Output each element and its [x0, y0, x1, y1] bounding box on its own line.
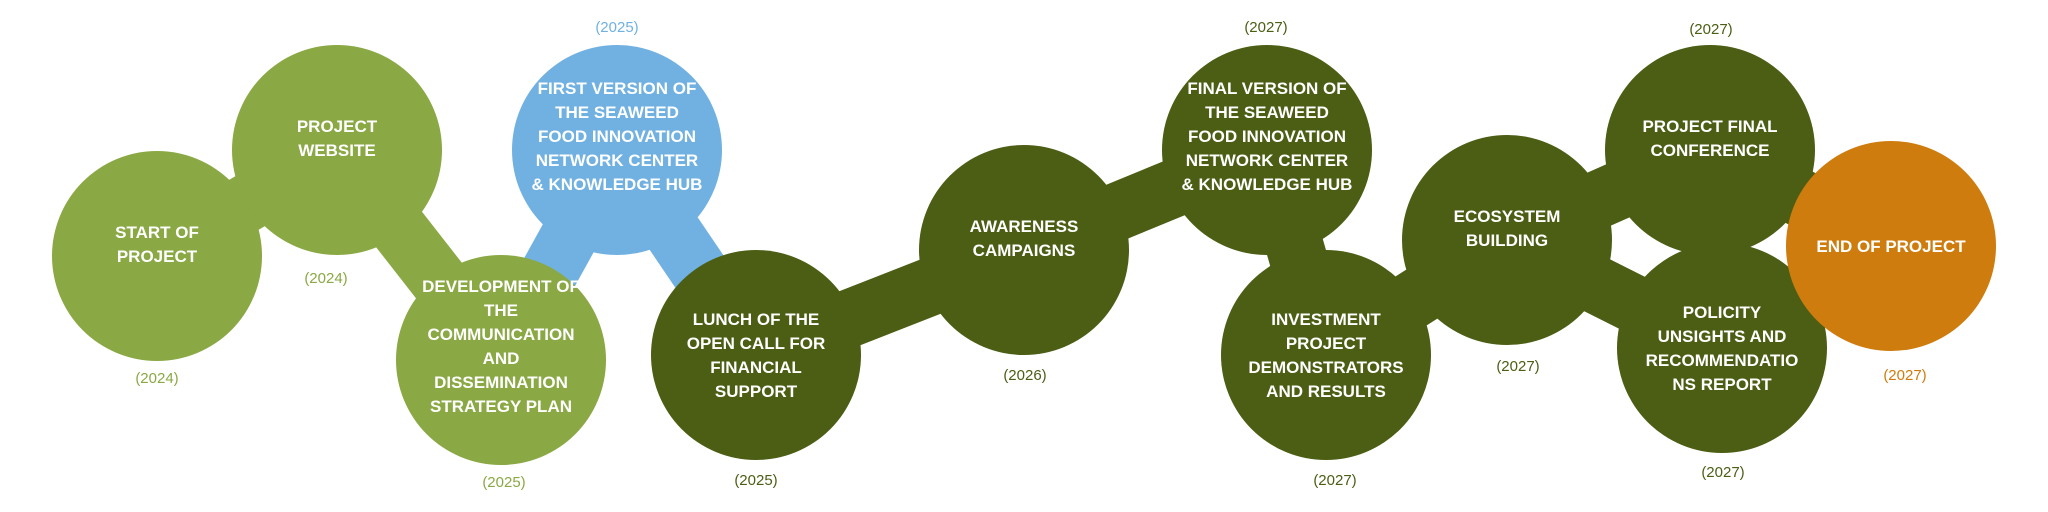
milestone-label-line: RECOMMENDATIO	[1646, 351, 1799, 370]
milestone-circle	[1162, 45, 1372, 255]
year-label-communication-dissemination-plan: (2025)	[482, 474, 525, 491]
milestone-label-line: THE SEAWEED	[555, 103, 679, 122]
milestone-label: ECOSYSTEM BUILDING	[1454, 207, 1561, 250]
milestone-label-line: DEVELOPMENT OF	[422, 277, 580, 296]
milestone-label: POLICITY UNSIGHTS AND RECOMMENDATIO NS REPO…	[1646, 303, 1799, 394]
milestone-label-line: NETWORK CENTER	[536, 151, 698, 170]
milestone-label-line: AND	[483, 349, 520, 368]
milestone-end-of-project: END OF PROJECT	[1786, 141, 1996, 351]
milestone-label-line: WEBSITE	[298, 141, 375, 160]
milestone-label-line: NETWORK CENTER	[1186, 151, 1348, 170]
milestone-label-line: OPEN CALL FOR	[687, 334, 826, 353]
milestone-label-line: & KNOWLEDGE HUB	[532, 175, 703, 194]
milestone-label-line: END OF PROJECT	[1816, 237, 1966, 256]
milestone-label-line: CAMPAIGNS	[973, 241, 1076, 260]
milestone-circle	[396, 255, 606, 465]
year-label-ecosystem-building: (2027)	[1496, 358, 1539, 375]
year-label-end-of-project: (2027)	[1883, 367, 1926, 384]
milestone-label-line: SUPPORT	[715, 382, 798, 401]
milestone-label-line: PROJECT	[1286, 334, 1367, 353]
milestone-open-call-launch: LUNCH OF THE OPEN CALL FOR FINANCIAL SUPPOR…	[651, 250, 861, 460]
milestone-final-version-hub: FINAL VERSION OF THE SEAWEED FOOD INNOVATI…	[1162, 45, 1372, 255]
milestone-label-line: AWARENESS	[970, 217, 1079, 236]
milestone-label: START OF PROJECT	[115, 223, 199, 266]
milestone-circle	[52, 151, 262, 361]
milestone-label: AWARENESS CAMPAIGNS	[970, 217, 1079, 260]
milestone-label: DEVELOPMENT OF THE COMMUNICATION AND DISSEMI…	[422, 277, 580, 416]
milestone-label-line: AND RESULTS	[1266, 382, 1386, 401]
milestone-start-of-project: START OF PROJECT	[52, 151, 262, 361]
year-label-policy-insights-report: (2027)	[1701, 464, 1744, 481]
year-label-awareness-campaigns: (2026)	[1003, 367, 1046, 384]
milestone-label: INVESTMENT PROJECT DEMONSTRATORS AND RESULT…	[1248, 310, 1403, 401]
milestone-label-line: PROJECT	[297, 117, 378, 136]
year-label-final-conference: (2027)	[1689, 21, 1732, 38]
milestone-label-line: LUNCH OF THE	[693, 310, 820, 329]
milestone-label: FINAL VERSION OF THE SEAWEED FOOD INNOVATI…	[1182, 79, 1353, 194]
milestone-circle	[1221, 250, 1431, 460]
milestone-communication-dissemination-plan: DEVELOPMENT OF THE COMMUNICATION AND DISSEMI…	[396, 255, 606, 465]
year-label-start-of-project: (2024)	[135, 370, 178, 387]
milestone-label-line: & KNOWLEDGE HUB	[1182, 175, 1353, 194]
milestone-label-line: CONFERENCE	[1650, 141, 1769, 160]
milestone-label: LUNCH OF THE OPEN CALL FOR FINANCIAL SUPPOR…	[687, 310, 826, 401]
milestone-circle	[1617, 243, 1827, 453]
milestone-label-line: FOOD INNOVATION	[538, 127, 696, 146]
milestone-label: PROJECT FINAL CONFERENCE	[1642, 117, 1777, 160]
milestone-circle	[919, 145, 1129, 355]
milestone-circle	[1786, 141, 1996, 351]
milestone-label: FIRST VERSION OF THE SEAWEED FOOD INNOVATI…	[532, 79, 703, 194]
milestone-project-website: PROJECT WEBSITE	[232, 45, 442, 255]
milestone-circle	[1605, 45, 1815, 255]
milestone-label-line: PROJECT	[117, 247, 198, 266]
year-label-project-website: (2024)	[304, 270, 347, 287]
milestone-label-line: STRATEGY PLAN	[430, 397, 572, 416]
milestone-ecosystem-building: ECOSYSTEM BUILDING	[1402, 135, 1612, 345]
milestone-policy-insights-report: POLICITY UNSIGHTS AND RECOMMENDATIO NS REPO…	[1617, 243, 1827, 453]
milestone-circle	[1402, 135, 1612, 345]
year-label-investment-demonstrators: (2027)	[1313, 472, 1356, 489]
year-label-final-version-hub: (2027)	[1244, 19, 1287, 36]
year-labels-layer: (2024) (2024) (2025) (2025) (2025) (2026) (202…	[135, 19, 1926, 491]
milestone-label-line: FINANCIAL	[710, 358, 802, 377]
milestone-label-line: POLICITY	[1683, 303, 1762, 322]
milestone-label-line: NS REPORT	[1672, 375, 1772, 394]
milestone-circle	[651, 250, 861, 460]
milestone-circle	[232, 45, 442, 255]
milestones-layer: START OF PROJECT PROJECT WEBSITE DEVELOPMENT…	[52, 45, 1996, 465]
milestone-label: END OF PROJECT	[1816, 237, 1966, 256]
milestone-label-line: START OF	[115, 223, 199, 242]
milestone-label-line: PROJECT FINAL	[1642, 117, 1777, 136]
milestone-awareness-campaigns: AWARENESS CAMPAIGNS	[919, 145, 1129, 355]
milestone-label-line: ECOSYSTEM	[1454, 207, 1561, 226]
milestone-label-line: DEMONSTRATORS	[1248, 358, 1403, 377]
year-label-open-call-launch: (2025)	[734, 472, 777, 489]
milestone-first-version-hub: FIRST VERSION OF THE SEAWEED FOOD INNOVATI…	[512, 45, 722, 255]
milestone-label-line: THE SEAWEED	[1205, 103, 1329, 122]
milestone-investment-demonstrators: INVESTMENT PROJECT DEMONSTRATORS AND RESULT…	[1221, 250, 1431, 460]
milestone-label-line: FIRST VERSION OF	[538, 79, 697, 98]
milestone-label-line: FINAL VERSION OF	[1187, 79, 1346, 98]
milestone-label: PROJECT WEBSITE	[297, 117, 378, 160]
milestone-circle	[512, 45, 722, 255]
milestone-label-line: UNSIGHTS AND	[1658, 327, 1787, 346]
milestone-label-line: FOOD INNOVATION	[1188, 127, 1346, 146]
year-label-first-version-hub: (2025)	[595, 19, 638, 36]
milestone-label-line: BUILDING	[1466, 231, 1548, 250]
milestone-label-line: THE	[484, 301, 518, 320]
milestone-final-conference: PROJECT FINAL CONFERENCE	[1605, 45, 1815, 255]
milestone-label-line: DISSEMINATION	[434, 373, 568, 392]
milestone-label-line: COMMUNICATION	[428, 325, 575, 344]
milestone-label-line: INVESTMENT	[1271, 310, 1381, 329]
